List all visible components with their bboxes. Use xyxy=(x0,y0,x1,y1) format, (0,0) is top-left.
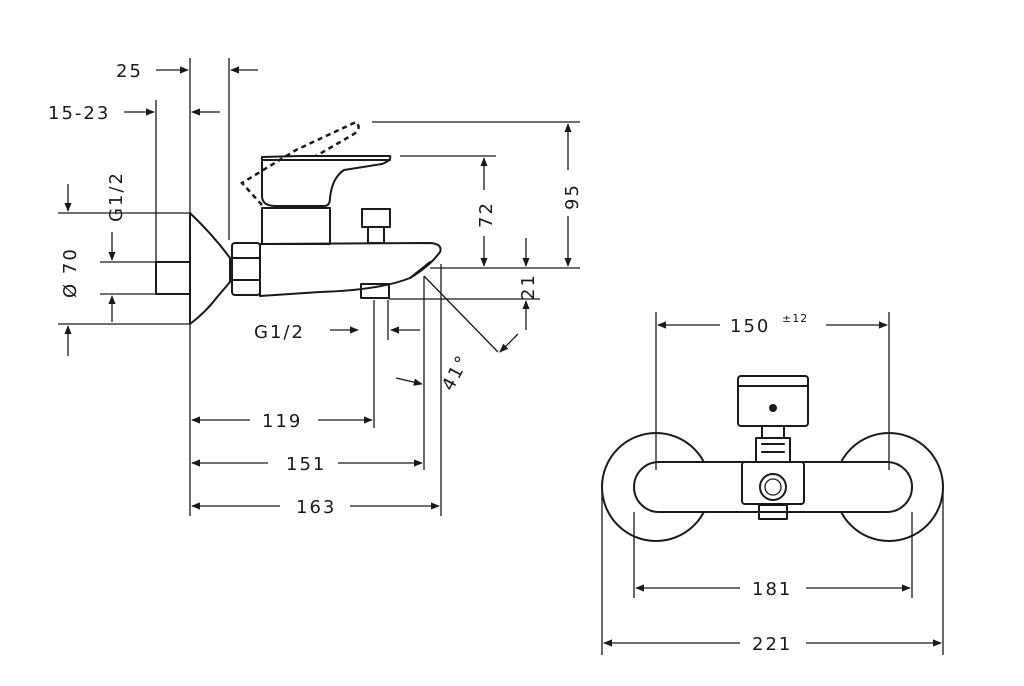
outlet-thread xyxy=(360,283,390,299)
dim-150: 150 xyxy=(730,316,770,337)
dim-72: 72 xyxy=(476,201,497,228)
dim-221: 221 xyxy=(752,634,792,655)
inlet-stub xyxy=(155,261,191,295)
spout-front xyxy=(741,461,805,505)
diverter-knob xyxy=(361,208,391,244)
dim-95: 95 xyxy=(562,183,583,210)
side-view: 25 15-23 G1/2 Ø 70 72 95 21 xyxy=(48,58,583,518)
dim-g12-left: G1/2 xyxy=(106,171,127,222)
lever-open-position xyxy=(240,120,360,206)
dim-15-23: 15-23 xyxy=(48,103,110,124)
wall-rosette xyxy=(189,212,231,325)
lever-handle xyxy=(261,155,392,207)
mixer-body xyxy=(259,242,442,297)
dim-119: 119 xyxy=(262,411,302,432)
dim-151: 151 xyxy=(286,454,326,475)
dim-150-tolerance: ±12 xyxy=(782,312,808,325)
dim-dia70: Ø 70 xyxy=(60,247,81,298)
lever-indicator xyxy=(769,404,777,412)
dim-g12-bottom: G1/2 xyxy=(254,322,305,343)
cartridge-housing xyxy=(261,207,331,245)
dim-163: 163 xyxy=(296,497,336,518)
aerator xyxy=(759,473,787,501)
dim-angle-41: 41° xyxy=(438,351,474,394)
dim-21: 21 xyxy=(518,273,539,300)
hex-nut xyxy=(231,242,261,296)
dim-181: 181 xyxy=(752,579,792,600)
dim-25: 25 xyxy=(116,61,143,82)
outlet-front xyxy=(758,504,788,520)
front-view: 150 ±12 181 221 xyxy=(601,312,944,655)
lever-front xyxy=(737,375,809,427)
